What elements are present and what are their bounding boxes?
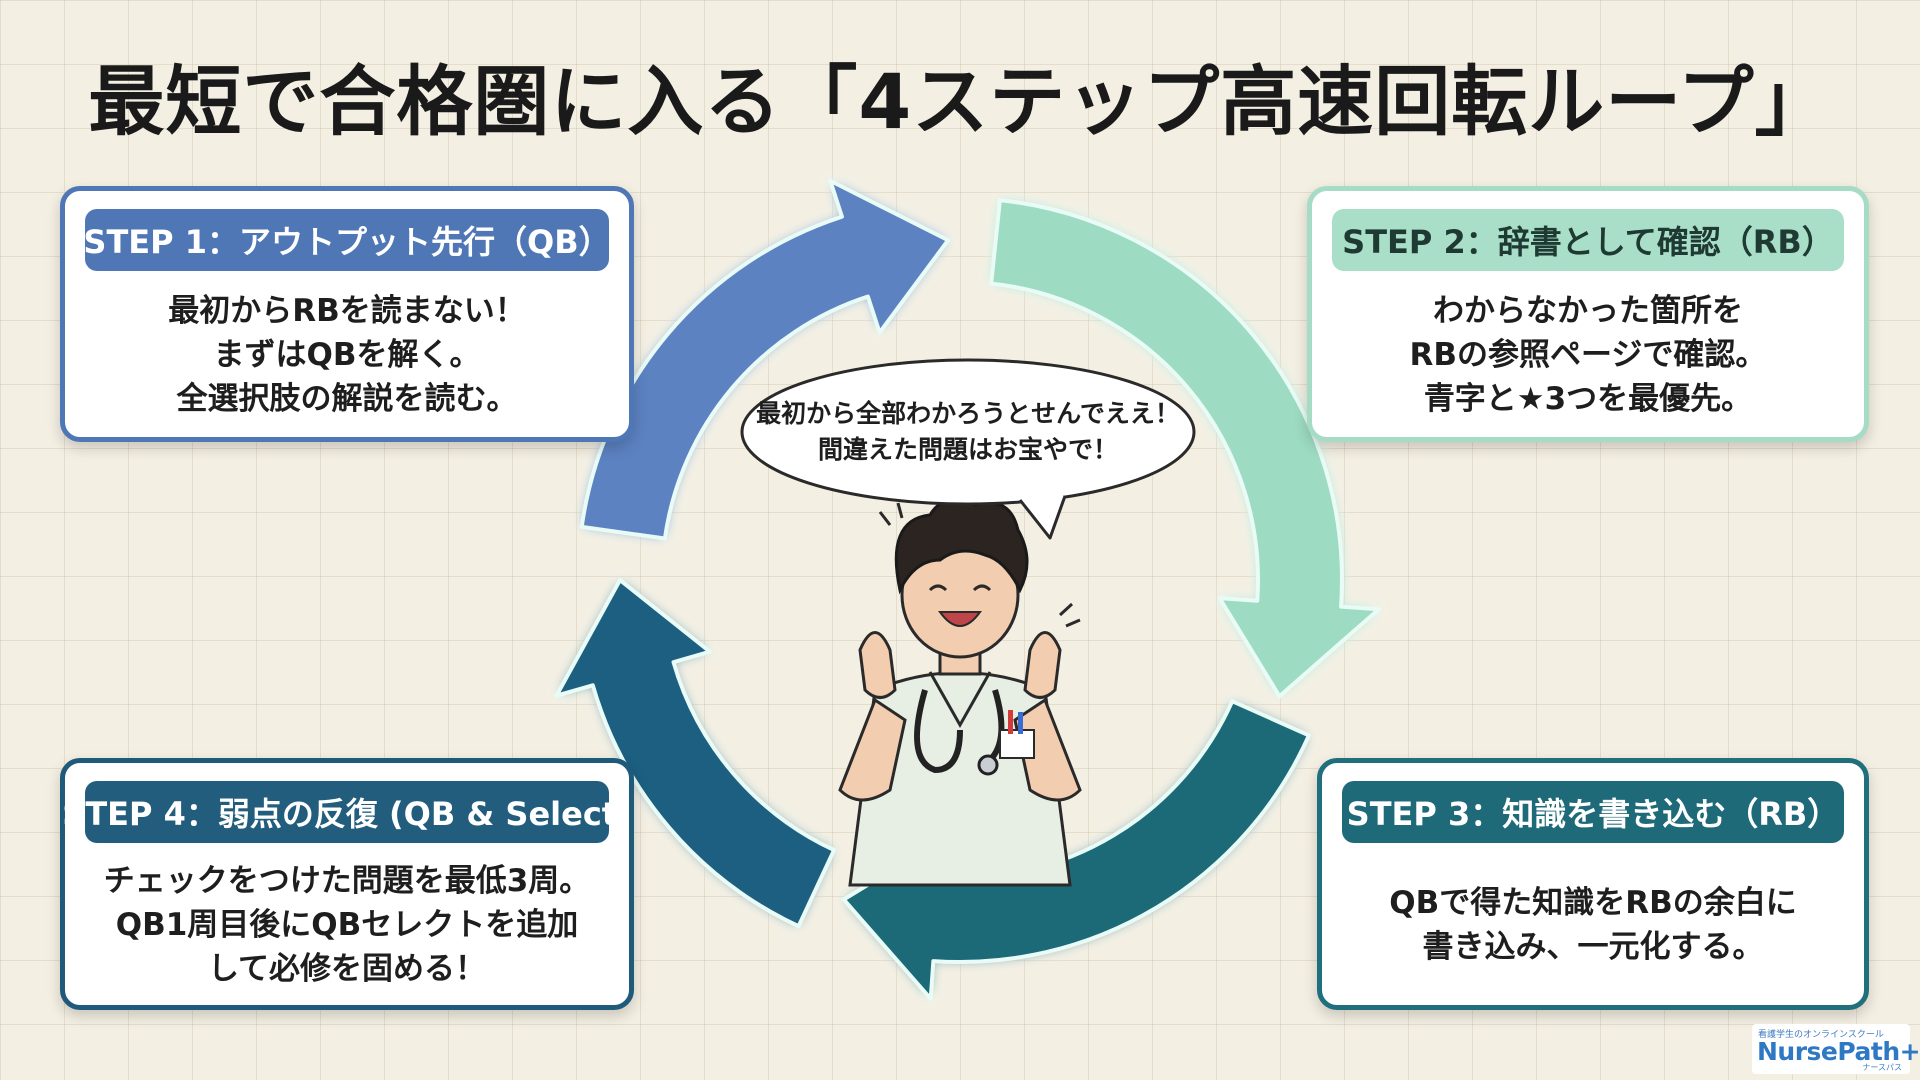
step-1-line: 最初からRBを読まない！ [168,293,526,329]
step-4-line: して必修を固める！ [207,951,487,987]
step-2-body: わからなかった箇所を RBの参照ページで確認。 青字と★3つを最優先。 [1328,287,1848,423]
logo-name: NursePath+ [1757,1037,1920,1066]
speech-bubble-shape [740,358,1196,540]
speech-bubble: 最初から全部わかろうとせんでええ！ 間違えた問題はお宝やで！ [746,370,1190,494]
step-4-line: QB1周目後にQBセレクトを追加 [115,907,579,943]
step-4-body: チェックをつけた問題を最低3周。 QB1周目後にQBセレクトを追加 して必修を固… [81,859,613,991]
step-card-2: STEP 2：辞書として確認（RB） わからなかった箇所を RBの参照ページで確… [1307,186,1869,442]
step-4-header: STEP 4：弱点の反復 (QB & Select) [62,781,632,843]
step-2-line: わからなかった箇所を [1433,293,1743,329]
step-3-line: QBで得た知識をRBの余白に [1389,885,1797,921]
step-1-header: STEP 1：アウトプット先行（QB） [83,209,611,271]
step-1-body: 最初からRBを読まない！ まずはQBを解く。 全選択肢の解説を読む。 [81,287,613,423]
logo-kana: ナースパス [1862,1063,1902,1072]
step-card-4: STEP 4：弱点の反復 (QB & Select) チェックをつけた問題を最低… [60,758,634,1010]
speech-line-1: 最初から全部わかろうとせんでええ！ [756,399,1180,428]
step-1-line: まずはQBを解く。 [213,337,481,373]
speech-line-2: 間違えた問題はお宝やで！ [817,435,1118,464]
loop-arrow-2-to-3 [989,198,1381,699]
loop-arrow-3-to-4 [841,699,1311,1001]
step-3-header: STEP 3：知識を書き込む（RB） [1342,781,1844,843]
nursepath-logo: 看護学生のオンラインスクール NursePath+ ナースパス [1752,1024,1920,1074]
nurse-character [838,497,1082,887]
step-4-line: チェックをつけた問題を最低3周。 [103,863,591,899]
step-card-3: STEP 3：知識を書き込む（RB） QBで得た知識をRBの余白に 書き込み、一… [1317,758,1869,1010]
step-card-1: STEP 1：アウトプット先行（QB） 最初からRBを読まない！ まずはQBを解… [60,186,634,442]
step-2-header: STEP 2：辞書として確認（RB） [1332,209,1844,271]
page-title: 最短で合格圏に入る「4ステップ高速回転ループ」 [88,57,1832,146]
step-2-line: 青字と★3つを最優先。 [1423,381,1753,417]
logo-tagline: 看護学生のオンラインスクール [1758,1030,1884,1040]
step-3-body: QBで得た知識をRBの余白に 書き込み、一元化する。 [1338,859,1848,991]
step-2-line: RBの参照ページで確認。 [1409,337,1767,373]
loop-arrow-4-to-1 [554,578,837,929]
step-3-line: 書き込み、一元化する。 [1422,929,1764,965]
step-1-line: 全選択肢の解説を読む。 [176,381,518,417]
